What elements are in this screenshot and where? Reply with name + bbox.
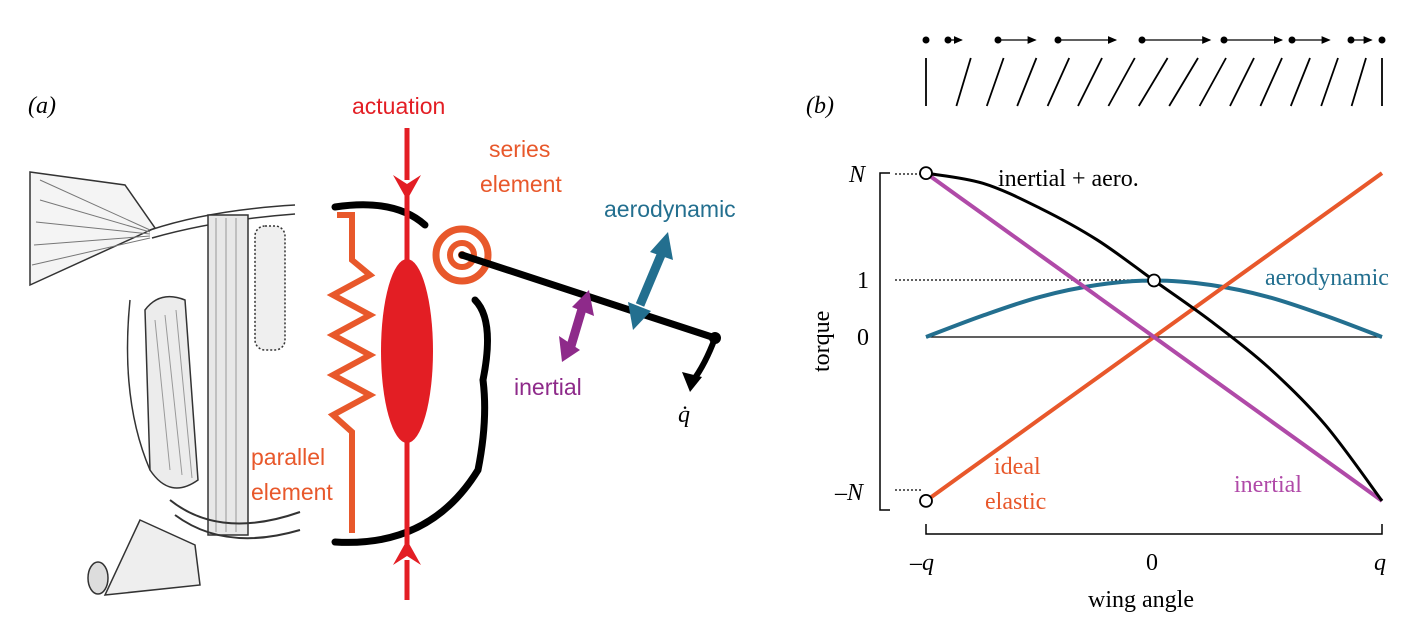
panel-a-label: (a) [28, 93, 56, 119]
velocity-dot [922, 36, 930, 44]
wing-stroke-sequence [922, 36, 1386, 107]
muscle-actuator [381, 259, 433, 443]
wing-stroke [1259, 57, 1283, 107]
wing-stroke [1138, 57, 1169, 107]
qdot-label: q̇ [678, 402, 690, 428]
marker-1 [1147, 273, 1161, 288]
upper-sclerite [331, 201, 429, 229]
marker-N [919, 166, 933, 181]
velocity-dot [1378, 36, 1386, 44]
x-tick-minus-q: –q [909, 550, 934, 576]
wing-stroke [1168, 57, 1199, 107]
y-axis [879, 172, 890, 511]
panel-a: (a) [28, 93, 736, 600]
y-tick-0: 0 [857, 325, 869, 351]
parallel-label-line1: parallel [251, 444, 325, 470]
series-label-line1: series [489, 136, 550, 162]
series-line-inertial-aero [925, 171, 1384, 502]
label-elastic: elastic [985, 489, 1046, 515]
aerodynamic-double-arrow [628, 232, 673, 330]
wing-stroke [1107, 57, 1136, 107]
x-tick-0: 0 [1146, 550, 1158, 576]
label-inertial-aero: inertial + aero. [998, 166, 1139, 192]
parallel-spring [326, 212, 377, 533]
panel-b-label: (b) [806, 93, 834, 119]
actuation-arrow-bottom-head [393, 540, 421, 565]
wing-stroke [1016, 57, 1038, 107]
aerodynamic-label: aerodynamic [604, 196, 736, 222]
chart-curves [919, 166, 1384, 508]
actuation-label: actuation [352, 93, 445, 119]
x-axis [925, 524, 1383, 535]
x-tick-q: q [1374, 550, 1386, 576]
panel-b: (b) N 1 0 –N –q 0 q wing angle torque in… [806, 36, 1389, 613]
label-ideal: ideal [994, 454, 1041, 480]
qdot-arrow-head [682, 372, 702, 392]
y-axis-label: torque [809, 311, 835, 372]
series-label-line2: element [480, 171, 562, 197]
y-tick-1: 1 [857, 268, 869, 294]
wing-stroke [1289, 57, 1311, 107]
y-tick-N: N [848, 162, 867, 188]
wing-stroke [1077, 57, 1103, 107]
label-aerodynamic: aerodynamic [1265, 265, 1389, 291]
wing-stroke [1198, 57, 1227, 107]
lower-sclerite [331, 296, 491, 546]
series-line-inertial [924, 171, 1384, 503]
wing-stroke [1320, 57, 1339, 107]
marker-minusN [919, 493, 933, 508]
label-inertial-b: inertial [1234, 472, 1302, 498]
y-tick-minusN: –N [834, 480, 865, 506]
inertial-double-arrow [559, 290, 594, 362]
actuation-arrow-top-head [393, 175, 421, 200]
wing-stroke [1046, 57, 1071, 107]
wing-stroke [955, 57, 972, 107]
wing-stroke [1350, 57, 1367, 107]
parallel-label-line2: element [251, 479, 333, 505]
wing-stroke [1229, 57, 1255, 107]
inertial-label-a: inertial [514, 374, 582, 400]
muscle-illustration [29, 171, 301, 596]
x-axis-label: wing angle [1088, 587, 1194, 613]
wing-stroke [985, 57, 1005, 107]
